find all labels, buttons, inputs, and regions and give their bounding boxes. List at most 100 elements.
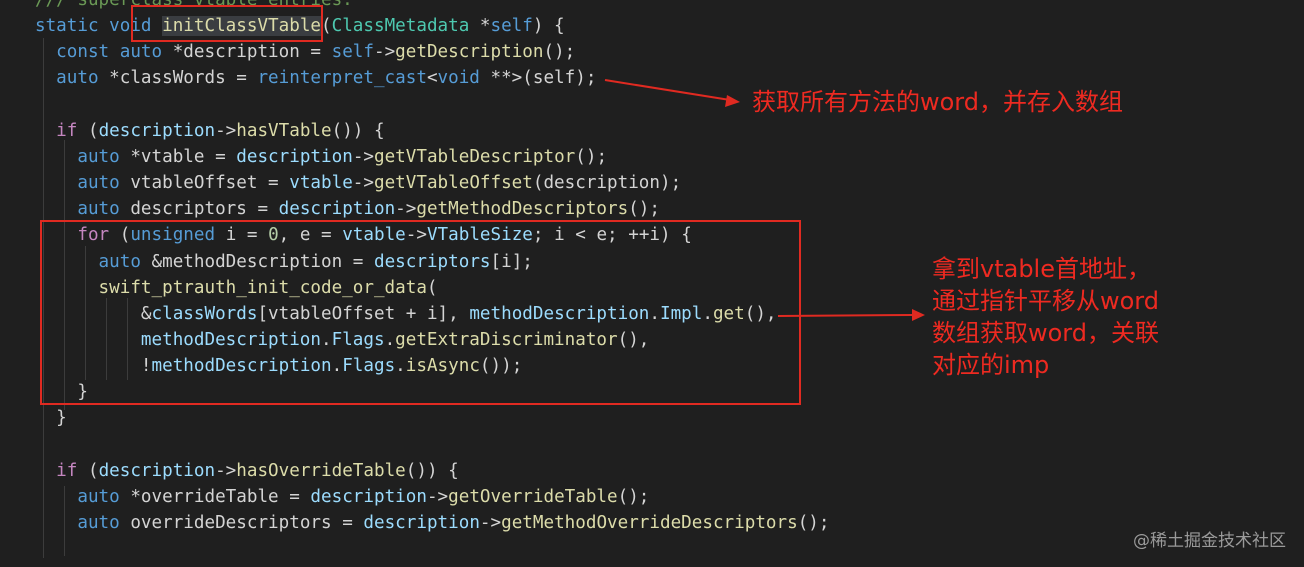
annotation-note-2: 拿到vtable首地址， 通过指针平移从word 数组获取word，关联 对应的…: [932, 255, 1159, 379]
code-line: &classWords[vtableOffset + i], methodDes…: [35, 301, 777, 327]
code-token: (: [426, 277, 438, 298]
code-line: methodDescription.Flags.getExtraDiscrimi…: [35, 327, 649, 353]
code-line: auto vtableOffset = vtable->getVTableOff…: [35, 170, 681, 196]
function-name-highlight-box: [131, 5, 323, 42]
indent-guide: [64, 140, 65, 410]
code-token: get: [712, 303, 745, 324]
code-token: &methodDescription =: [151, 251, 374, 272]
code-token: Impl: [660, 303, 703, 324]
code-token: static: [35, 16, 110, 37]
code-token: (: [87, 460, 99, 481]
code-token: getMethodOverrideDescriptors: [501, 513, 798, 533]
code-line: auto overrideDescriptors = description->…: [35, 510, 829, 536]
code-line: auto descriptors = description->getMetho…: [35, 196, 660, 222]
code-token: if: [35, 120, 88, 141]
code-token: ->: [215, 460, 237, 481]
code-token: self: [490, 16, 533, 37]
code-line: auto *overrideTable = description->getOv…: [35, 484, 649, 510]
code-token: description: [363, 513, 480, 533]
code-token: ()) {: [405, 460, 459, 481]
code-token: i =: [225, 225, 269, 246]
code-token: Flags: [342, 356, 396, 377]
code-token: void: [437, 68, 480, 89]
code-token: ->: [373, 42, 396, 63]
code-token: descriptors: [373, 251, 491, 272]
code-token: descriptors =: [130, 199, 279, 220]
code-line: if (description->hasVTable()) {: [35, 118, 385, 144]
code-token: isAsync: [405, 356, 480, 377]
indent-guide: [64, 486, 65, 556]
code-token: description: [98, 460, 216, 481]
code-token: ()) {: [331, 120, 385, 141]
code-token: description: [310, 486, 427, 507]
code-token: ) {: [532, 16, 565, 37]
code-token: *description =: [172, 42, 332, 63]
code-token: [vtableOffset + i],: [257, 303, 470, 324]
code-token: vtableOffset =: [130, 173, 290, 194]
code-line: !methodDescription.Flags.isAsync());: [35, 353, 522, 379]
code-token: methodDescription: [469, 303, 650, 324]
code-token: getDescription: [395, 42, 544, 63]
code-token: VTableSize: [426, 225, 533, 246]
code-token: Flags: [331, 329, 385, 350]
code-token: ->: [215, 120, 237, 141]
code-token: .: [395, 356, 406, 377]
code-line: auto *classWords = reinterpret_cast<void…: [35, 65, 596, 91]
code-token: .: [702, 303, 713, 324]
code-token: auto: [35, 251, 152, 272]
code-token: if: [35, 460, 88, 481]
code-line: }: [35, 405, 67, 431]
code-token: **>(self);: [479, 68, 597, 89]
for-loop-highlight-box: [40, 220, 801, 405]
code-token: <: [426, 68, 438, 89]
code-token: auto: [35, 173, 131, 194]
indent-guide: [106, 298, 107, 380]
code-token: unsigned: [130, 225, 226, 246]
annotation-note-1: 获取所有方法的word，并存入数组: [752, 88, 1123, 116]
code-token: methodDescription: [151, 356, 332, 377]
code-token: *overrideTable =: [130, 486, 311, 507]
code-token: initClassVTable: [162, 16, 322, 37]
code-token: vtable: [289, 173, 353, 194]
code-token: auto: [35, 146, 131, 167]
code-line: const auto *description = self->getDescr…: [35, 39, 575, 65]
code-token: for: [35, 225, 120, 246]
code-token: auto: [35, 486, 131, 507]
indent-guide: [85, 246, 86, 380]
code-token: auto: [119, 42, 173, 63]
code-token: ClassMetadata: [331, 16, 470, 37]
code-token: ();: [543, 42, 576, 63]
code-token: vtable: [342, 225, 406, 246]
code-token: ();: [628, 199, 660, 220]
code-token: [i];: [490, 251, 533, 272]
code-token: ->: [405, 225, 427, 246]
indent-guide: [43, 38, 44, 558]
code-line: swift_ptrauth_init_code_or_data(: [35, 275, 438, 301]
code-token: getExtraDiscriminator: [395, 329, 618, 350]
code-token: *vtable =: [130, 146, 237, 167]
code-token: !: [35, 356, 152, 377]
code-token: ();: [617, 486, 650, 507]
code-token: ->: [479, 513, 502, 533]
code-token: ->: [352, 146, 374, 167]
code-token: classWords: [151, 303, 258, 324]
code-token: self: [331, 42, 374, 63]
code-token: auto: [35, 513, 131, 533]
indent-guide: [127, 298, 128, 380]
code-token: 0: [268, 225, 279, 246]
code-token: *: [469, 16, 491, 37]
code-token: auto: [35, 199, 131, 220]
code-token: ();: [797, 513, 830, 533]
code-token: .: [331, 356, 343, 377]
code-token: getVTableDescriptor: [374, 146, 576, 167]
code-token: const: [35, 42, 120, 63]
code-token: swift_ptrauth_init_code_or_data: [35, 277, 427, 298]
code-token: methodDescription: [35, 329, 321, 350]
code-token: (: [119, 225, 131, 246]
code-token: , e =: [278, 225, 343, 246]
code-token: *classWords =: [109, 68, 258, 89]
code-token: hasVTable: [236, 120, 332, 141]
code-token: (: [321, 16, 332, 37]
code-token: .: [649, 303, 660, 324]
